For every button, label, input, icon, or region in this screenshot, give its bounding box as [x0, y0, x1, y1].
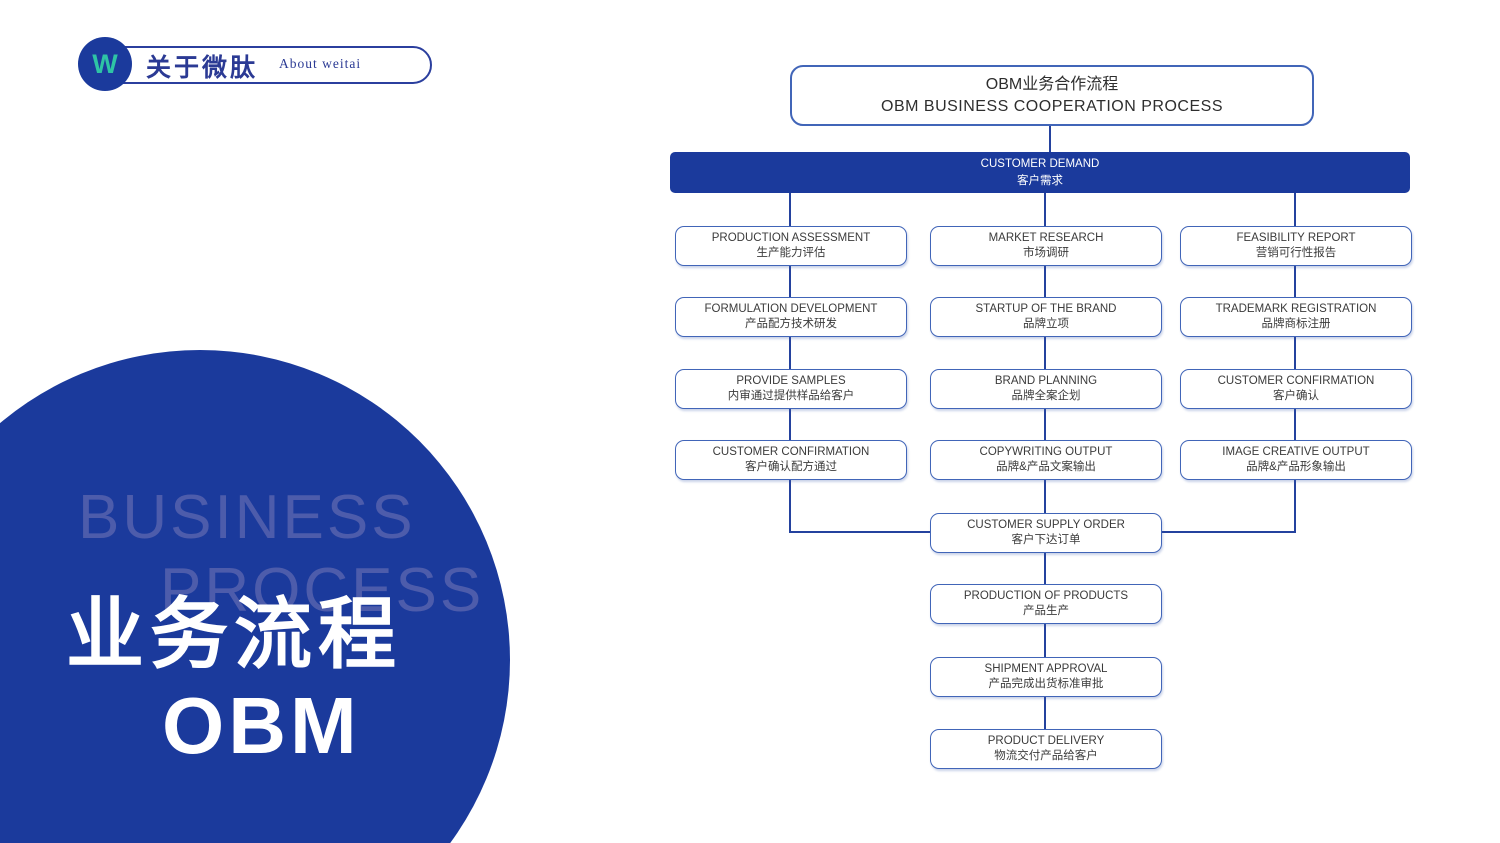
connector-tail-step — [1044, 695, 1046, 729]
flow-node-label-cn: 品牌&产品形象输出 — [1246, 461, 1346, 473]
flowchart-title-cn: OBM业务合作流程 — [985, 76, 1119, 94]
flow-node-box: PROVIDE SAMPLES 内审通过提供样品给客户 — [675, 369, 907, 409]
flow-node-label-cn: 内审通过提供样品给客户 — [727, 390, 855, 402]
flow-node-label-cn: 产品配方技术研发 — [745, 318, 837, 330]
flow-node-label-cn: 产品完成出货标准审批 — [988, 678, 1104, 690]
flow-node-label-en: CUSTOMER CONFIRMATION — [712, 445, 870, 458]
flow-node-label-en: FORMULATION DEVELOPMENT — [704, 302, 878, 315]
flow-root-customer-demand: CUSTOMER DEMAND 客户需求 — [670, 152, 1410, 193]
flow-root-label-cn: 客户需求 — [1017, 174, 1063, 187]
flow-node-label-cn: 品牌全案企划 — [1011, 390, 1081, 402]
flow-node-label-en: TRADEMARK REGISTRATION — [1215, 302, 1377, 315]
hero-title-en: OBM — [162, 681, 361, 770]
flow-node-box: PRODUCT DELIVERY 物流交付产品给客户 — [930, 729, 1162, 769]
hero-watermark-line2: PROCESS — [160, 556, 485, 625]
connector-column-step — [1294, 335, 1296, 369]
flowchart-title-box: OBM业务合作流程 OBM BUSINESS COOPERATION PROCE… — [790, 65, 1314, 126]
flow-node-label-cn: 客户确认配方通过 — [745, 461, 837, 473]
flow-node-box: BRAND PLANNING 品牌全案企划 — [930, 369, 1162, 409]
connector-column-step — [1294, 407, 1296, 440]
flow-node-box: PRODUCTION OF PRODUCTS 产品生产 — [930, 584, 1162, 624]
connector-root-to-column — [1294, 193, 1296, 226]
connector-right-elbow-h — [1160, 531, 1296, 533]
connector-column-step — [1044, 335, 1046, 369]
connector-root-to-column — [1044, 193, 1046, 226]
section-badge-pill — [95, 46, 432, 84]
flow-node-label-en: PRODUCTION OF PRODUCTS — [963, 589, 1129, 602]
flow-node-label-en: STARTUP OF THE BRAND — [975, 302, 1117, 315]
flow-node-label-en: MARKET RESEARCH — [988, 231, 1104, 244]
flow-node-label-en: PROVIDE SAMPLES — [736, 374, 846, 387]
flow-node-box: FEASIBILITY REPORT 营销可行性报告 — [1180, 226, 1412, 266]
flow-node-label-en: IMAGE CREATIVE OUTPUT — [1222, 445, 1370, 458]
flow-node-label-cn: 品牌&产品文案输出 — [996, 461, 1096, 473]
connector-tail-step — [1044, 622, 1046, 657]
flow-root-label-en: CUSTOMER DEMAND — [980, 158, 1100, 171]
flow-node-box: MARKET RESEARCH 市场调研 — [930, 226, 1162, 266]
flow-node-label-cn: 市场调研 — [1023, 247, 1069, 259]
flow-node-box: CUSTOMER CONFIRMATION 客户确认 — [1180, 369, 1412, 409]
connector-left-elbow-v — [789, 478, 791, 533]
connector-right-elbow-v — [1294, 478, 1296, 533]
connector-column-step — [789, 407, 791, 440]
hero-watermark-line1: BUSINESS — [78, 483, 416, 552]
connector-column-step — [1044, 264, 1046, 297]
connector-column-step — [789, 264, 791, 297]
flow-node-label-en: CUSTOMER CONFIRMATION — [1217, 374, 1375, 387]
section-title-en: About weitai — [279, 56, 362, 71]
flow-node-label-cn: 品牌商标注册 — [1261, 318, 1331, 330]
flow-node-label-cn: 物流交付产品给客户 — [994, 750, 1098, 762]
flow-node-box: STARTUP OF THE BRAND 品牌立项 — [930, 297, 1162, 337]
connector-root-to-column — [789, 193, 791, 226]
flow-node-box: IMAGE CREATIVE OUTPUT 品牌&产品形象输出 — [1180, 440, 1412, 480]
connector-left-elbow-h — [789, 531, 930, 533]
flow-node-label-cn: 品牌立项 — [1023, 318, 1069, 330]
section-title-cn: 关于微肽 — [146, 54, 259, 82]
hero-title-cn: 业务流程 — [66, 590, 403, 678]
flow-node-label-cn: 生产能力评估 — [756, 247, 826, 259]
flow-node-label-en: PRODUCTION ASSESSMENT — [711, 231, 871, 244]
flow-node-label-en: CUSTOMER SUPPLY ORDER — [967, 518, 1125, 531]
flow-node-label-en: PRODUCT DELIVERY — [987, 734, 1105, 747]
flow-node-label-cn: 客户下达订单 — [1011, 534, 1081, 546]
flow-node-box: SHIPMENT APPROVAL 产品完成出货标准审批 — [930, 657, 1162, 697]
connector-mid-to-supply-order — [1044, 478, 1046, 513]
flow-node-box: TRADEMARK REGISTRATION 品牌商标注册 — [1180, 297, 1412, 337]
flow-node-label-en: FEASIBILITY REPORT — [1236, 231, 1356, 244]
flow-node-box: COPYWRITING OUTPUT 品牌&产品文案输出 — [930, 440, 1162, 480]
flow-node-label-cn: 营销可行性报告 — [1255, 247, 1337, 259]
flow-node-label-cn: 产品生产 — [1023, 605, 1069, 617]
flowchart-title-en: OBM BUSINESS COOPERATION PROCESS — [881, 97, 1223, 115]
connector-column-step — [789, 335, 791, 369]
connector-column-step — [1044, 407, 1046, 440]
weitai-logo-icon: W — [78, 37, 132, 91]
connector-title-to-root — [1049, 122, 1051, 152]
flow-node-label-cn: 客户确认 — [1273, 390, 1319, 402]
flow-node-box: CUSTOMER CONFIRMATION 客户确认配方通过 — [675, 440, 907, 480]
flow-node-label-en: BRAND PLANNING — [994, 374, 1098, 387]
connector-column-step — [1294, 264, 1296, 297]
flow-node-box: CUSTOMER SUPPLY ORDER 客户下达订单 — [930, 513, 1162, 553]
flow-node-label-en: COPYWRITING OUTPUT — [979, 445, 1113, 458]
logo-letter: W — [92, 48, 118, 79]
flow-node-box: FORMULATION DEVELOPMENT 产品配方技术研发 — [675, 297, 907, 337]
connector-tail-step — [1044, 551, 1046, 584]
flow-node-label-en: SHIPMENT APPROVAL — [984, 662, 1108, 675]
flow-node-box: PRODUCTION ASSESSMENT 生产能力评估 — [675, 226, 907, 266]
